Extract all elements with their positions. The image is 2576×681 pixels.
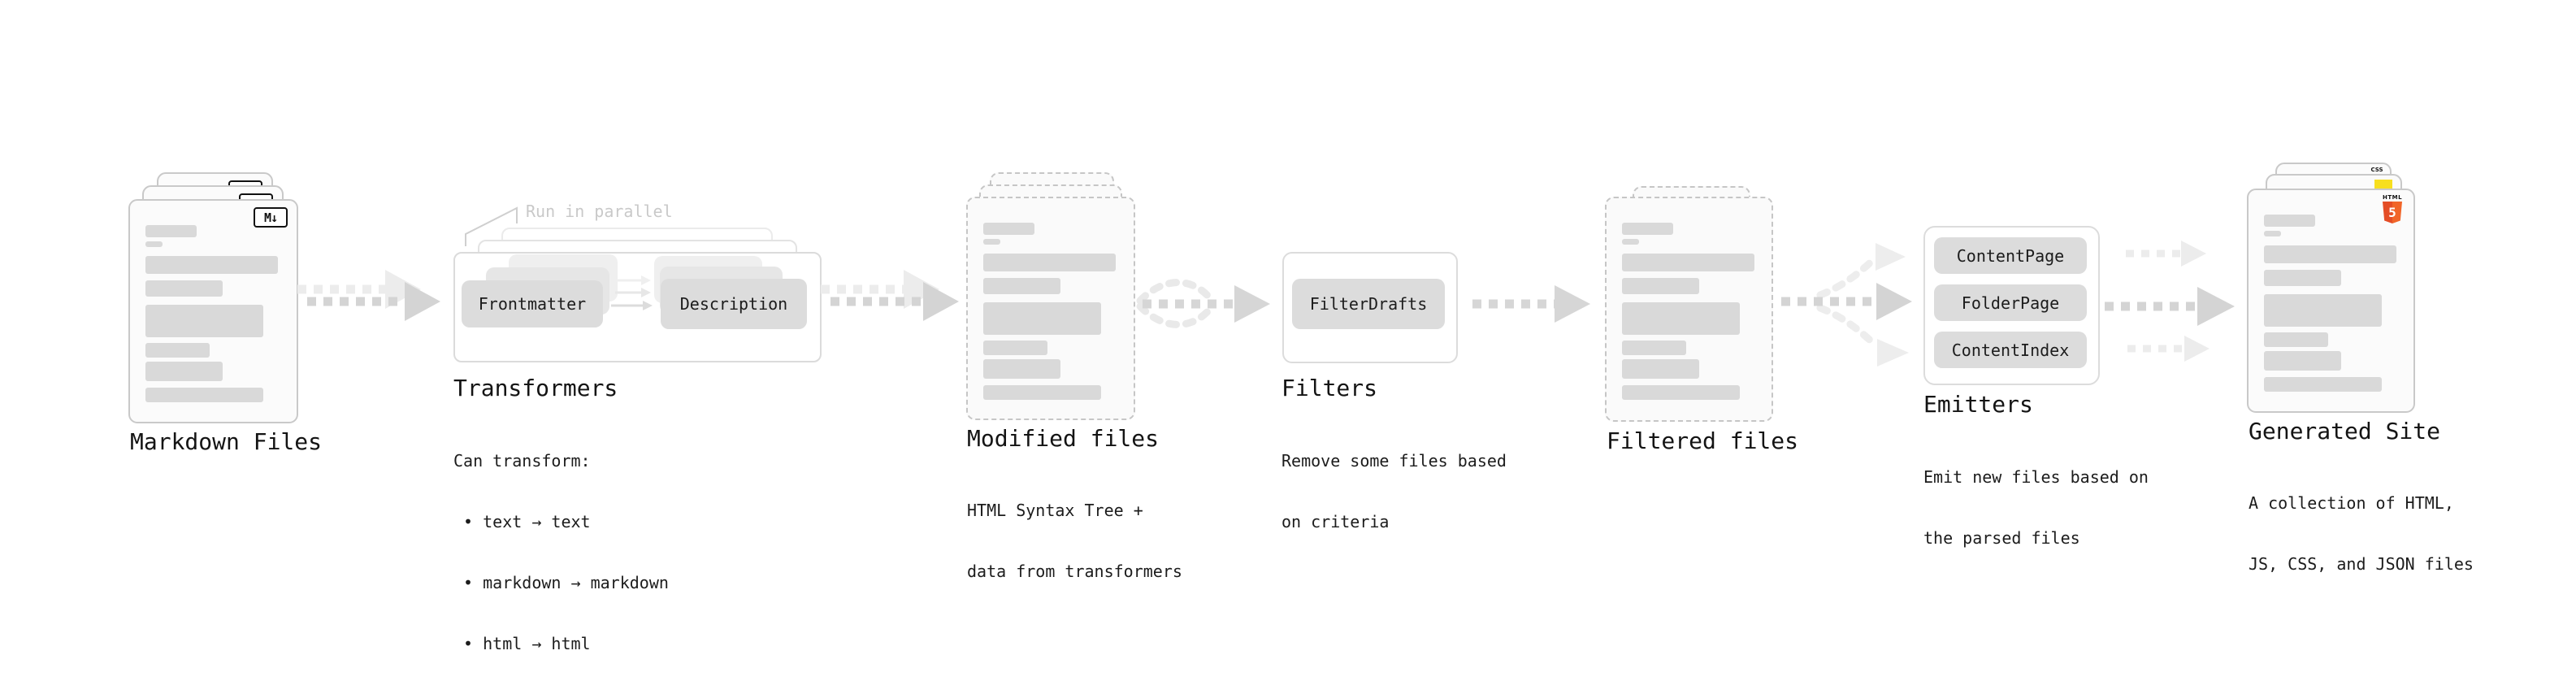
filter-drafts-pill: FilterDrafts — [1292, 279, 1445, 329]
file-content-bar — [983, 254, 1116, 271]
file-content-bar — [1622, 239, 1639, 245]
file-content-bar — [1622, 278, 1699, 294]
file-content-bar — [1622, 359, 1699, 379]
generated-site-label: Generated Site — [2249, 418, 2441, 445]
file-content-bar — [145, 241, 163, 247]
file-content-bar — [1622, 302, 1740, 335]
arrow-transformers-to-modified — [821, 270, 959, 321]
content-index-pill: ContentIndex — [1934, 332, 2087, 368]
file-content-bar — [983, 278, 1060, 294]
transformers-label: Transformers — [453, 375, 618, 401]
file-content-bar — [1622, 385, 1740, 400]
file-content-bar — [145, 362, 223, 381]
file-content-bar — [2264, 351, 2341, 371]
description-line: • markdown → markdown — [453, 573, 669, 592]
file-content-bar — [145, 305, 263, 337]
file-content-bar — [145, 343, 210, 358]
html5-icon-shield: 5 — [2383, 202, 2402, 223]
modified-files-label: Modified files — [967, 425, 1160, 452]
description-pill: Description — [661, 279, 807, 329]
markdown-files-label: Markdown Files — [130, 428, 323, 455]
file-content-bar — [1622, 223, 1673, 235]
filtered-file-front — [1605, 197, 1773, 422]
description-line: Remove some files based — [1281, 451, 1507, 471]
description-line: Emit new files based on — [1923, 467, 2149, 487]
file-content-bar — [1622, 254, 1754, 271]
description-line: • text → text — [453, 512, 591, 531]
frontmatter-pill: Frontmatter — [462, 280, 603, 327]
css-icon-label: CSS — [2370, 167, 2383, 173]
generated-site-description: A collection of HTML, JS, CSS, and JSON … — [2249, 453, 2474, 615]
content-page-pill: ContentPage — [1934, 237, 2087, 274]
description-line: the parsed files — [1923, 528, 2080, 548]
description-line: JS, CSS, and JSON files — [2249, 554, 2474, 574]
file-content-bar — [983, 223, 1034, 235]
markdown-icon: M↓ — [254, 207, 288, 228]
folder-page-pill: FolderPage — [1934, 284, 2087, 321]
file-content-bar — [2264, 294, 2382, 327]
file-content-bar — [983, 385, 1101, 400]
file-content-bar — [1622, 340, 1686, 355]
description-line: A collection of HTML, — [2249, 493, 2454, 513]
file-content-bar — [2264, 377, 2382, 392]
markdown-file-front: M↓ — [128, 199, 298, 423]
filters-description: Remove some files based on criteria — [1281, 410, 1507, 573]
description-line: on criteria — [1281, 512, 1390, 531]
run-in-parallel-label: Run in parallel — [526, 202, 673, 221]
file-content-bar — [2264, 231, 2281, 236]
html5-icon-label: HTML — [2382, 194, 2403, 201]
description-line: data from transformers — [967, 562, 1182, 581]
file-content-bar — [145, 256, 278, 274]
javascript-icon — [2374, 180, 2392, 190]
file-content-bar — [145, 388, 263, 402]
transformers-description: Can transform: • text → text • markdown … — [453, 410, 669, 681]
file-content-bar — [2264, 332, 2328, 347]
file-content-bar — [983, 359, 1060, 379]
file-content-bar — [2264, 270, 2341, 286]
generated-file-html: HTML 5 — [2247, 189, 2415, 413]
description-line: • html → html — [453, 634, 591, 653]
modified-files-description: HTML Syntax Tree + data from transformer… — [967, 460, 1182, 622]
file-content-bar — [983, 239, 1000, 245]
html5-icon-number: 5 — [2388, 205, 2396, 220]
emitters-description: Emit new files based on the parsed files — [1923, 427, 2149, 589]
arrow-markdown-to-transformers — [297, 270, 440, 321]
file-content-bar — [145, 225, 197, 237]
file-content-bar — [983, 302, 1101, 335]
modified-file-front — [966, 197, 1135, 420]
file-content-bar — [145, 280, 223, 297]
arrow-modified-to-filters — [1136, 279, 1270, 328]
file-content-bar — [983, 340, 1047, 355]
file-content-bar — [2264, 245, 2396, 263]
filters-label: Filters — [1281, 375, 1378, 401]
description-line: Can transform: — [453, 451, 591, 471]
arrow-emitters-to-generated — [2105, 241, 2235, 362]
html5-icon: HTML 5 — [2382, 194, 2403, 223]
arrow-filters-to-filtered — [1472, 285, 1590, 323]
file-content-bar — [2264, 215, 2315, 227]
arrow-filtered-to-emitters — [1781, 243, 1912, 367]
emitters-label: Emitters — [1923, 391, 2033, 418]
filtered-files-label: Filtered files — [1607, 427, 1799, 454]
description-line: HTML Syntax Tree + — [967, 501, 1143, 520]
